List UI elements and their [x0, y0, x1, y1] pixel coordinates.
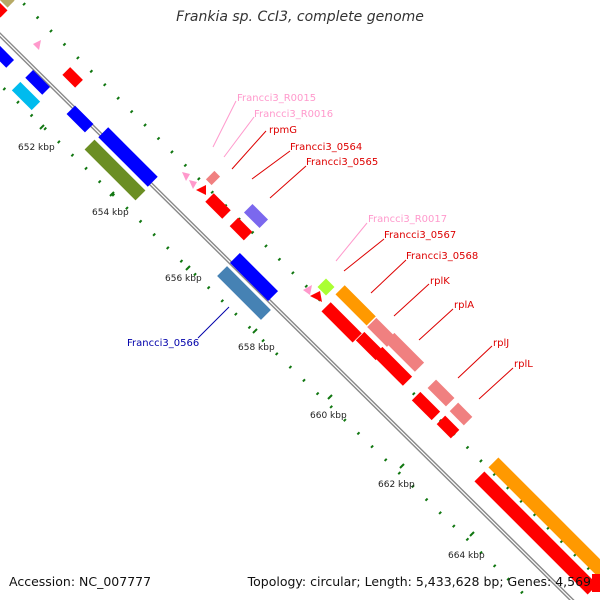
- gene-feature[interactable]: [427, 379, 455, 407]
- scale-label: 654 kbp: [92, 208, 129, 218]
- gene-label[interactable]: rplJ: [493, 338, 509, 349]
- gene-feature[interactable]: [243, 203, 269, 229]
- gene-feature[interactable]: [98, 127, 158, 187]
- gene-label[interactable]: rplL: [514, 359, 533, 370]
- features-top-left: [0, 0, 158, 201]
- gene-label[interactable]: rplA: [454, 300, 474, 311]
- genome-summary-text: Topology: circular; Length: 5,433,628 bp…: [247, 574, 591, 589]
- gene-label[interactable]: Francci3_0567: [384, 230, 456, 241]
- gene-label[interactable]: Francci3_0568: [406, 251, 478, 262]
- leader-line: [370, 259, 407, 294]
- gene-feature[interactable]: [310, 291, 322, 302]
- scale-tick: [185, 265, 191, 271]
- features-bottom-right: [474, 457, 600, 595]
- gene-label[interactable]: rpmG: [269, 125, 297, 136]
- gene-feature[interactable]: [385, 332, 425, 372]
- gene-feature[interactable]: [84, 139, 146, 201]
- gene-label[interactable]: Francci3_R0016: [254, 109, 333, 120]
- scale-tick: [399, 463, 405, 469]
- gene-label[interactable]: rplK: [430, 276, 450, 287]
- scale-tick: [252, 328, 258, 334]
- scale-label: 656 kbp: [165, 274, 202, 284]
- scale-tick: [327, 394, 333, 400]
- leader-line: [231, 130, 267, 170]
- gene-feature[interactable]: [229, 252, 279, 302]
- gene-label[interactable]: Francci3_R0017: [368, 214, 447, 225]
- accession-text: Accession: NC_007777: [9, 574, 152, 589]
- gene-feature[interactable]: [0, 42, 15, 68]
- gene-feature[interactable]: [592, 574, 600, 592]
- gene-label[interactable]: Francci3_0565: [306, 157, 378, 168]
- scale-tick: [39, 124, 45, 130]
- scale-label: 652 kbp: [18, 143, 55, 153]
- features-ribosomal-cluster: [321, 285, 473, 439]
- features-middle: [182, 170, 335, 320]
- gene-label[interactable]: Francci3_0566: [127, 338, 199, 349]
- gene-feature[interactable]: [205, 193, 231, 219]
- rrna-feature[interactable]: [189, 180, 197, 189]
- leader-line: [269, 165, 307, 199]
- gene-feature[interactable]: [25, 69, 51, 95]
- scale-ticks: [39, 124, 475, 537]
- scale-label: 662 kbp: [378, 480, 415, 490]
- leader-line: [335, 222, 368, 262]
- gene-label[interactable]: Francci3_0564: [290, 142, 362, 153]
- gene-feature[interactable]: [317, 278, 335, 296]
- gene-feature[interactable]: [217, 266, 271, 320]
- gene-feature[interactable]: [449, 402, 473, 426]
- map-title: Frankia sp. CcI3, complete genome: [176, 9, 424, 25]
- gene-feature[interactable]: [0, 0, 15, 8]
- leader-line: [478, 367, 514, 400]
- gene-feature[interactable]: [11, 81, 41, 111]
- gene-feature[interactable]: [321, 302, 362, 343]
- gene-feature[interactable]: [0, 0, 8, 18]
- gene-labels: Francci3_R0015 Francci3_R0016 rpmG Franc…: [127, 93, 533, 370]
- scale-tick: [469, 531, 475, 537]
- gene-feature[interactable]: [436, 415, 460, 439]
- gene-feature[interactable]: [196, 185, 206, 195]
- gene-feature[interactable]: [62, 67, 83, 88]
- leader-line: [223, 116, 255, 158]
- label-leaders: [197, 100, 514, 400]
- rrna-feature[interactable]: [303, 285, 312, 295]
- gene-feature[interactable]: [229, 217, 253, 241]
- gene-feature[interactable]: [474, 471, 598, 595]
- rrna-feature[interactable]: [182, 172, 190, 181]
- tick-track-inner: [0, 82, 532, 600]
- gene-feature[interactable]: [205, 170, 221, 186]
- gene-label[interactable]: Francci3_R0015: [237, 93, 316, 104]
- scale-labels: 652 kbp 654 kbp 656 kbp 658 kbp 660 kbp …: [18, 143, 485, 561]
- gene-feature[interactable]: [373, 346, 413, 386]
- leader-line: [212, 100, 237, 148]
- leader-line: [197, 306, 230, 339]
- leader-line: [343, 238, 385, 272]
- scale-tick: [109, 191, 115, 197]
- scale-label: 660 kbp: [310, 411, 347, 421]
- gene-feature[interactable]: [335, 285, 376, 326]
- gene-feature[interactable]: [488, 457, 600, 581]
- scale-label: 664 kbp: [448, 551, 485, 561]
- leader-line: [418, 308, 454, 341]
- rrna-feature[interactable]: [33, 40, 41, 50]
- leader-line: [393, 283, 430, 317]
- leader-line: [457, 345, 493, 379]
- scale-label: 658 kbp: [238, 343, 275, 353]
- leader-line: [251, 150, 291, 180]
- gene-feature[interactable]: [411, 391, 441, 421]
- gene-feature[interactable]: [66, 105, 94, 133]
